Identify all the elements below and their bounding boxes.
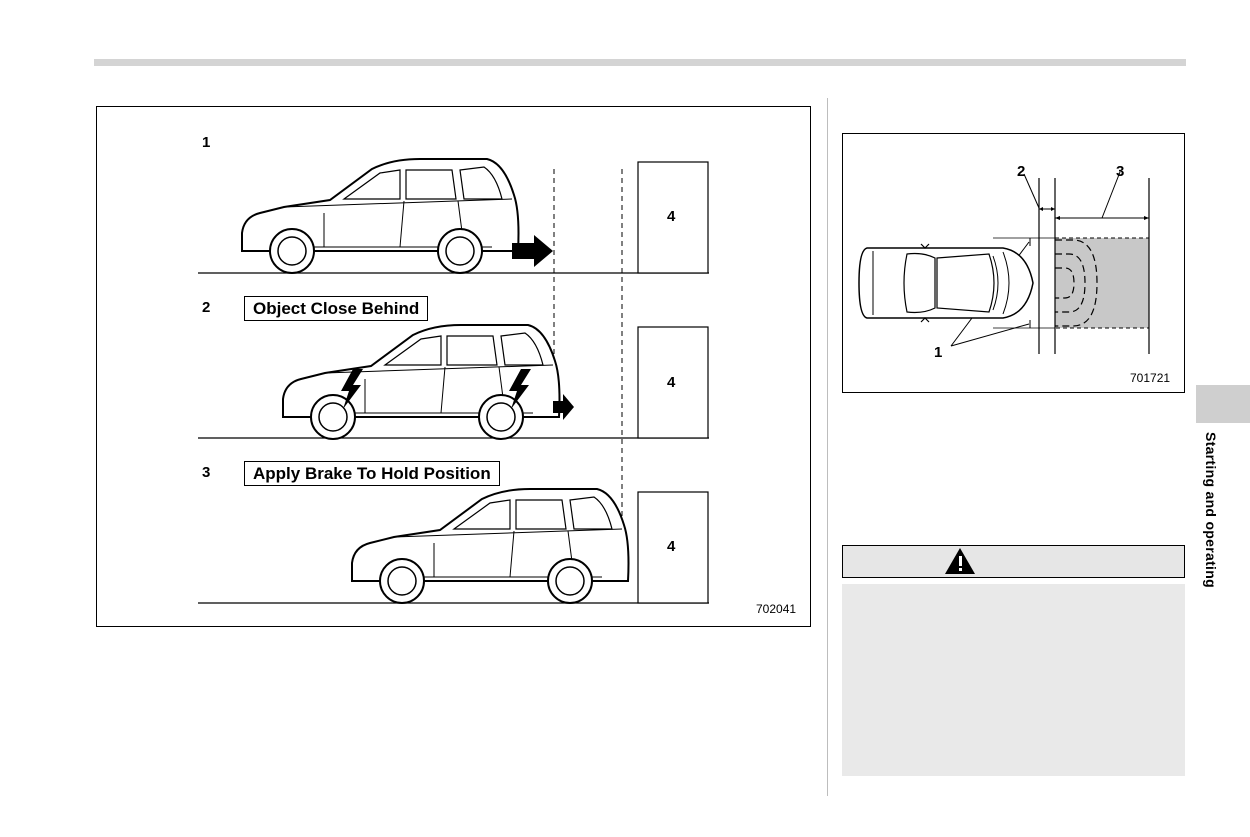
warning-body [842, 584, 1185, 776]
reverse-braking-illustration: 1 2 3 Object Close Behind Apply Brake To… [96, 106, 811, 627]
step-1-number: 1 [202, 134, 211, 151]
object-label-3: 4 [667, 538, 676, 555]
label-detection-range: 3 [1116, 163, 1125, 180]
sensor-range-drawing [858, 171, 1150, 354]
figure-code: 702041 [756, 602, 797, 616]
column-divider [827, 98, 828, 796]
section-tab [1196, 385, 1250, 423]
section-title: Starting and operating [1203, 432, 1219, 588]
sensor-range-diagram: 2 3 1 701721 [842, 133, 1185, 393]
figure-code: 701721 [1130, 371, 1171, 385]
object-label-1: 4 [667, 208, 676, 225]
label-sensor-offset: 2 [1017, 163, 1026, 180]
step-2-number: 2 [202, 299, 211, 316]
step-3-number: 3 [202, 464, 211, 481]
step-3-label: Apply Brake To Hold Position [244, 461, 500, 486]
warning-header [842, 545, 1185, 578]
reverse-braking-drawing [198, 158, 709, 604]
label-sensors: 1 [934, 344, 943, 361]
header-rule [94, 59, 1186, 66]
object-label-2: 4 [667, 374, 676, 391]
warning-triangle-icon [945, 548, 975, 574]
step-2-label: Object Close Behind [244, 296, 429, 321]
